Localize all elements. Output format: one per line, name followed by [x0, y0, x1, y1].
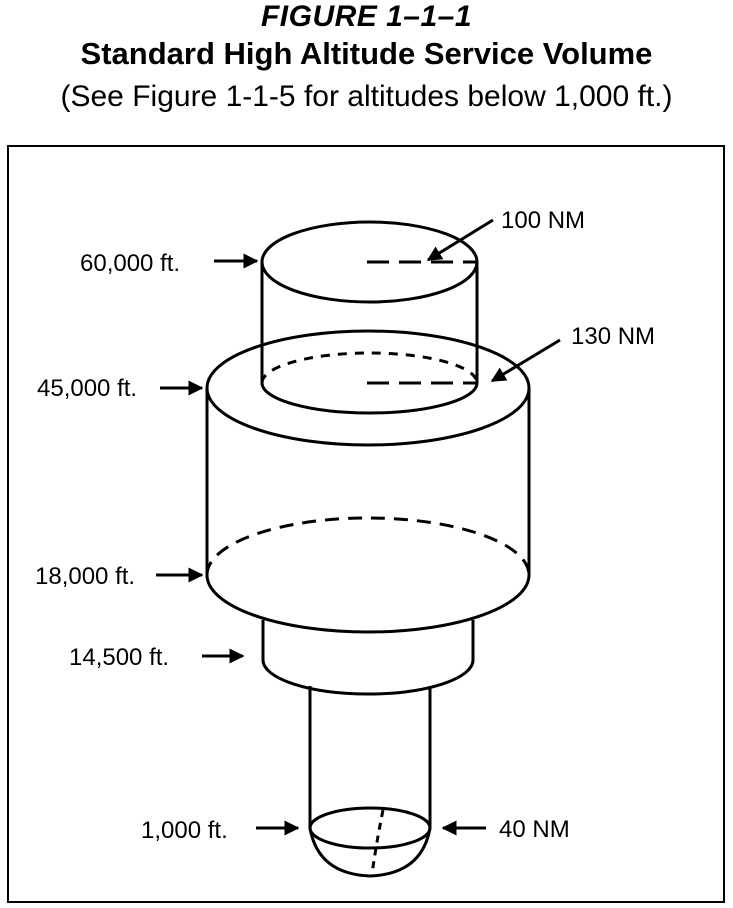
figure-title: Standard High Altitude Service Volume: [80, 36, 653, 71]
label-14500: 14,500 ft.: [69, 644, 169, 671]
lower-cylinder: [308, 686, 432, 878]
label-100nm: 100 NM: [501, 207, 585, 234]
arrow-100nm: [426, 218, 494, 262]
figure-number: FIGURE 1–1–1: [260, 0, 473, 33]
upper-cylinder: [260, 220, 479, 415]
figure-frame: [7, 145, 725, 903]
label-45000: 45,000 ft.: [37, 375, 137, 402]
label-130nm: 130 NM: [571, 323, 655, 350]
altitude-arrows: [156, 253, 300, 836]
arrow-130nm: [490, 338, 561, 383]
label-18000: 18,000 ft.: [35, 563, 135, 590]
transition-band: [261, 620, 475, 696]
label-60000: 60,000 ft.: [80, 250, 180, 277]
radius-arrows: [426, 218, 561, 836]
label-40nm: 40 NM: [499, 816, 570, 843]
main-cylinder: [205, 329, 531, 634]
label-1000: 1,000 ft.: [141, 817, 228, 844]
figure-subtitle: (See Figure 1-1-5 for altitudes below 1,…: [60, 80, 673, 113]
